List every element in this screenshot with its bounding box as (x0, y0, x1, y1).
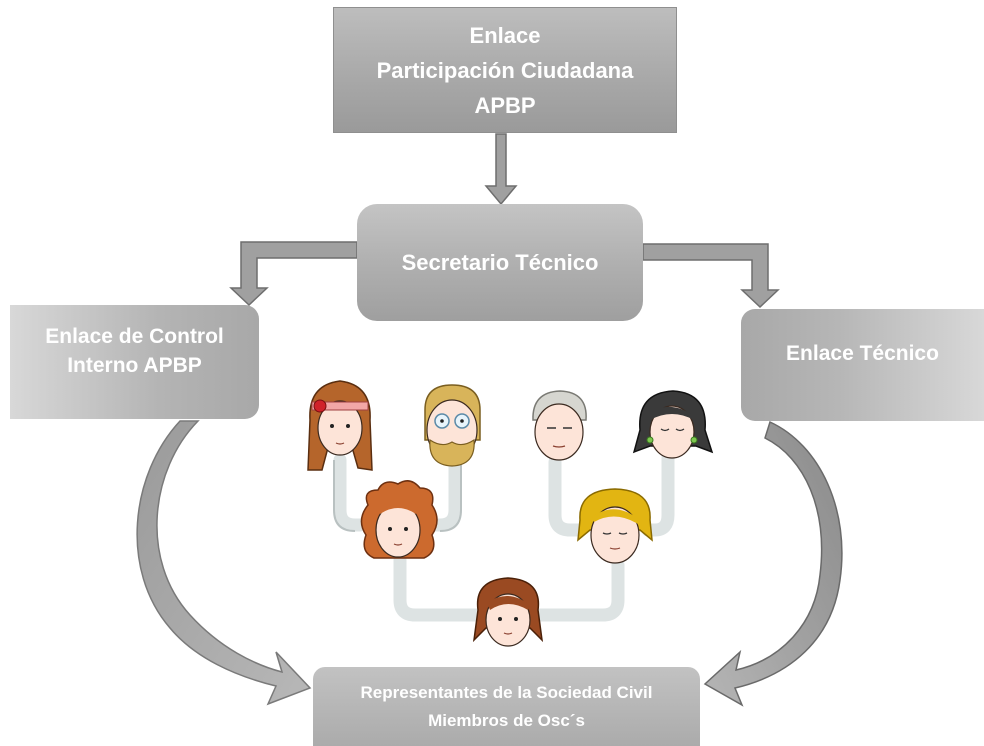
node-line: Participación Ciudadana (376, 57, 634, 83)
node-line: Miembros de Osc´s (428, 710, 585, 730)
man-glasses-mustache-face (424, 384, 481, 467)
curved-arrow-control-to-representantes (136, 420, 312, 706)
node-enlace-participacion: Enlace Participación Ciudadana APBP (333, 7, 677, 133)
family-tree-faces-icon (307, 380, 714, 647)
node-enlace-tecnico: Enlace Técnico (741, 309, 984, 421)
node-representantes: Representantes de la Sociedad Civil Miem… (313, 667, 700, 746)
grandmother-face (532, 390, 587, 461)
node-secretario-tecnico: Secretario Técnico (357, 204, 643, 321)
curved-arrow-tecnico-to-representantes (703, 420, 843, 707)
woman-dark-hair-face (632, 390, 714, 459)
woman-headband-face (307, 380, 373, 471)
node-line: Enlace de Control (45, 325, 224, 348)
node-label: Enlace Técnico (786, 342, 939, 365)
arrow-secretario-to-tecnico (642, 243, 780, 309)
node-line: Interno APBP (67, 354, 202, 377)
woman-blonde-face (577, 488, 653, 564)
node-enlace-control-interno: Enlace de Control Interno APBP (10, 305, 259, 419)
woman-curly-red-face (360, 480, 438, 559)
node-line: APBP (474, 92, 536, 118)
node-line: Enlace (469, 22, 541, 48)
node-line: Representantes de la Sociedad Civil (360, 682, 653, 702)
child-brown-hair-face (472, 577, 544, 647)
node-label: Secretario Técnico (401, 249, 599, 275)
arrow-top-to-secretario (484, 133, 518, 206)
arrow-secretario-to-control (229, 241, 358, 307)
